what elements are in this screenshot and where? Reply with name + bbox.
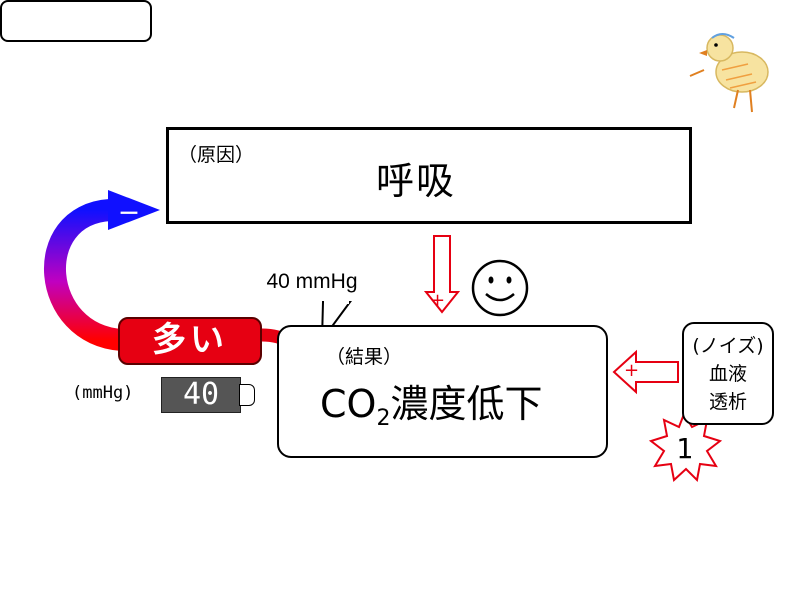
starburst-icon [648, 411, 723, 483]
cause-title: 呼吸 [376, 159, 457, 203]
red-left-arrow [612, 349, 679, 395]
result-box [277, 325, 608, 458]
gauge-cap [239, 384, 255, 406]
badge-number: 1 [676, 432, 693, 465]
plus-sign-down: + [430, 290, 446, 311]
red-down-arrow [423, 235, 461, 314]
callout-text: 40 mmHg [266, 270, 358, 293]
result-title-rest: 濃度低下 [390, 382, 543, 426]
gauge-unit: (mmHg) [72, 383, 134, 403]
level-pill: 多い [118, 317, 262, 365]
cause-box [166, 127, 692, 224]
noise-box: (ノイズ) 血液 透析 [682, 322, 774, 425]
cause-tag: （原因） [178, 144, 255, 166]
noise-line-2: 血液 [708, 363, 747, 385]
noise-line-1: (ノイズ) [692, 335, 764, 357]
result-tag: （結果） [326, 346, 403, 368]
result-title-main: CO [320, 382, 377, 426]
noise-line-3: 透析 [708, 391, 747, 413]
smiley-face-icon [471, 259, 529, 317]
gauge-display: 40 [161, 377, 241, 413]
callout-bubble [0, 0, 152, 42]
plus-sign-left: + [624, 360, 640, 381]
result-title: CO2濃度低下 [320, 373, 542, 431]
minus-sign: － [118, 202, 141, 227]
result-title-subscript: 2 [376, 406, 391, 431]
chick-mascot-icon [689, 33, 769, 113]
